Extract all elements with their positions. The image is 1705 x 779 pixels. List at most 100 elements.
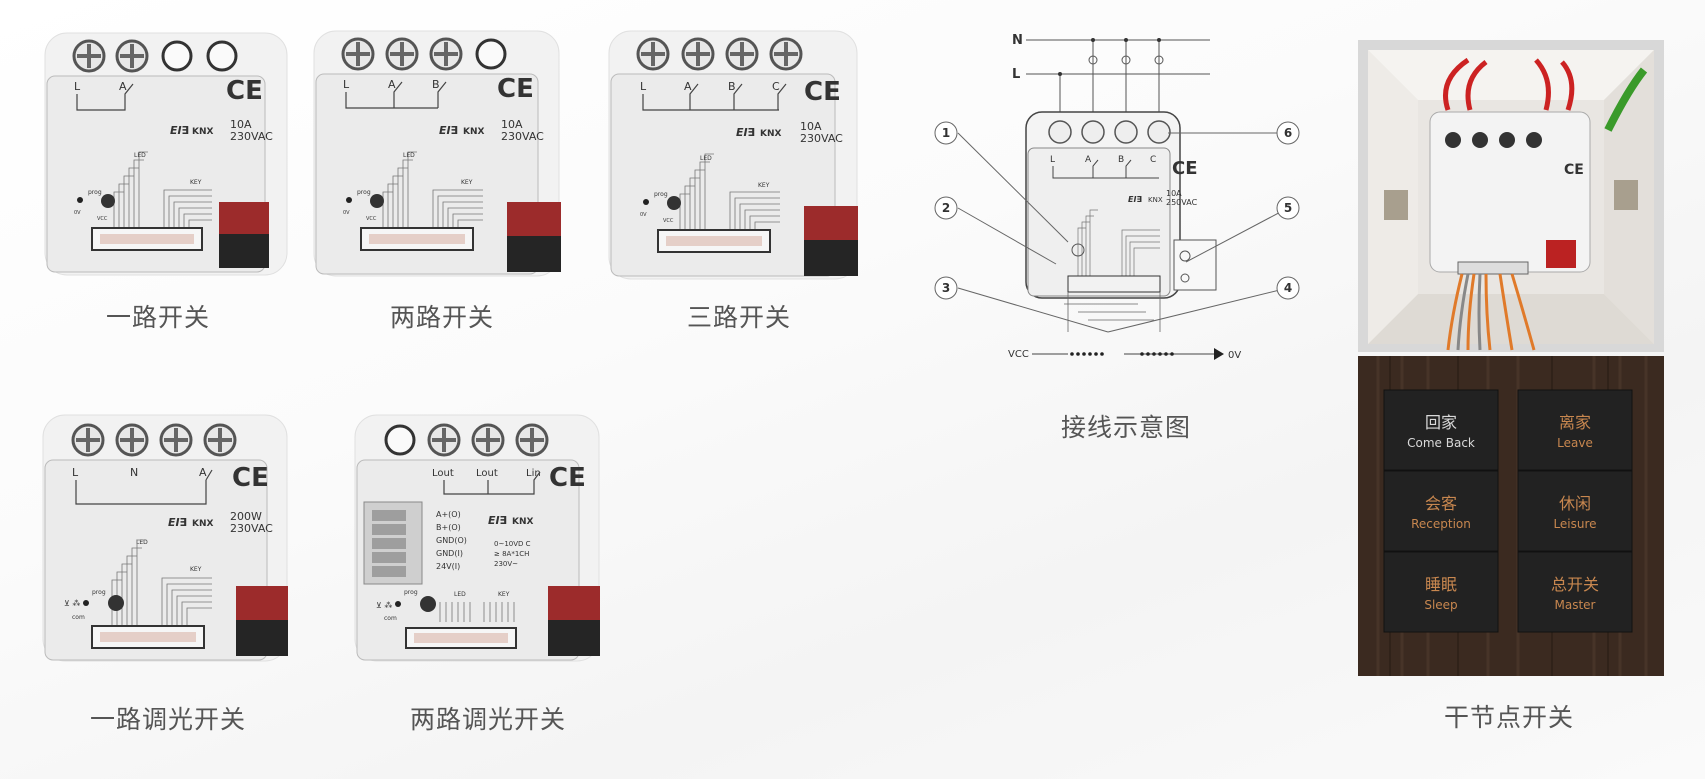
panel-button-sleep: 睡眠 Sleep [1424,575,1457,612]
label-c: C [772,80,780,93]
sleep-en: Sleep [1424,598,1457,612]
key-label: KEY [498,591,510,598]
prog-label: prog [404,589,418,596]
come-back-cn: 回家 [1425,413,1457,432]
dry-contact-switch: CE 回家 Come Back 离家 Leave 会客 Reception [1358,40,1664,732]
ce-mark: CE [232,463,269,493]
one-way-switch-module: L A CE EI∃ KNX 10A 230VAC LED KEY prog 0… [44,32,288,276]
rating-1: 10A [800,120,822,133]
caption-one-way-switch: 一路开关 [106,303,211,332]
wiring-label-l: L [1050,155,1055,165]
dry-contact-photos: CE 回家 Come Back 离家 Leave 会客 Reception [1358,40,1664,676]
n-label: N [1012,33,1023,48]
screw-terminals [71,423,237,457]
product-two-way-switch: L A B CE EI∃ KNX 10A 230VAC LED KEY prog… [313,30,563,332]
rating-3: 230V~ [494,560,518,568]
brand-logo: EI∃ [170,124,189,137]
ce-mark: CE [226,76,263,106]
two-way-dimmer-module: Lout Lout Lin CE A+(O) B+(O) GND(O) GND(… [354,414,600,662]
ce-mark: CE [549,463,586,493]
panel-button-leisure: 休闲 Leisure [1553,494,1596,531]
key-label: KEY [461,179,473,186]
vcc-label: VCC [663,218,674,224]
brand-logo: EI∃ [488,514,507,527]
zero-v-label: 0V [343,210,350,216]
leisure-cn: 休闲 [1559,494,1591,513]
label-l: L [74,80,81,93]
label-a: A [684,80,692,93]
label-b: B [728,80,736,93]
indicator-icon: ⊻ ⁂ [64,598,80,608]
led-label: LED [136,539,148,546]
rating-2: ≥ 8A*1CH [494,550,529,558]
rating-1: 0~10VD C [494,540,531,548]
knx-logo: KNX [760,129,782,139]
ce-mark: CE [804,77,841,107]
rating-1: 10A [501,118,523,131]
leave-cn: 离家 [1559,413,1591,432]
screw-terminals [636,37,803,71]
rating-2: 230VAC [230,130,273,143]
product-one-way-switch: L A CE EI∃ KNX 10A 230VAC LED KEY prog 0… [44,32,289,332]
label-lout-2: Lout [476,468,498,479]
label-a: A [388,78,396,91]
panel-button-master: 总开关 Master [1551,575,1599,612]
led-label: LED [454,591,466,598]
prog-label: prog [357,189,371,196]
callout-2: 2 [942,201,950,215]
terminal-a: A+(O) [436,510,461,519]
callout-5: 5 [1284,201,1292,215]
wiring-diagram: N L L A B C CE EI∃ KNX 10A 250VAC VCC [928,22,1308,442]
master-cn: 总开关 [1551,575,1599,594]
product-one-way-dimmer: L N A CE EI∃ KNX 200W 230VAC LED KEY ⊻ ⁂… [42,414,290,734]
ce-mark: CE [497,74,534,104]
brand-logo: EI∃ [736,126,755,139]
caption-wiring: 接线示意图 [1061,413,1192,442]
knx-logo: KNX [192,519,214,529]
wiring-diagram-drawing: N L L A B C CE EI∃ KNX 10A 250VAC VCC [934,33,1300,361]
label-l: L [343,78,350,91]
label-lin: Lin [526,468,541,479]
key-label: KEY [190,179,202,186]
key-label: KEY [758,182,770,189]
rating-1: 200W [230,510,262,523]
caption-two-way-switch: 两路开关 [390,303,495,332]
one-way-dimmer-module: L N A CE EI∃ KNX 200W 230VAC LED KEY ⊻ ⁂… [42,414,288,662]
terminal-24v: 24V(I) [436,562,460,571]
wiring-brand: EI∃ [1128,195,1142,204]
master-en: Master [1555,598,1596,612]
vcc-label: VCC [366,216,377,222]
vcc-label: VCC [97,216,108,222]
screw-terminals [384,423,549,457]
caption-two-way-dimmer: 两路调光开关 [410,705,567,734]
wiring-rating-1: 10A [1166,189,1182,198]
knx-logo: KNX [463,127,485,137]
rating-2: 230VAC [800,132,843,145]
prog-label: prog [88,189,102,196]
wiring-vcc-label: VCC [1008,349,1029,360]
come-back-en: Come Back [1407,436,1475,450]
reception-cn: 会客 [1425,494,1457,513]
led-label: LED [134,152,146,159]
l-label: L [1012,67,1020,82]
product-three-way-switch: L A B C CE EI∃ KNX 10A 230VAC LED KEY pr… [608,30,860,332]
panel-button-reception: 会客 Reception [1411,494,1471,531]
rating-2: 230VAC [230,522,273,535]
callout-3: 3 [942,281,950,295]
com-label: com [72,614,85,621]
wiring-label-c: C [1150,155,1156,165]
indicator-icon: ⊻ ⁂ [376,600,392,610]
callout-4: 4 [1284,281,1292,295]
label-a: A [199,466,207,479]
wiring-label-b: B [1118,155,1124,165]
zero-v-label: 0V [640,212,647,218]
wiring-0v-label: 0V [1228,350,1241,361]
led-label: LED [403,152,415,159]
reception-en: Reception [1411,517,1471,531]
label-l: L [640,80,647,93]
rating-1: 10A [230,118,252,131]
com-label: com [384,615,397,622]
product-two-way-dimmer: Lout Lout Lin CE A+(O) B+(O) GND(O) GND(… [354,414,604,734]
wiring-label-a: A [1085,155,1092,165]
key-label: KEY [190,566,202,573]
